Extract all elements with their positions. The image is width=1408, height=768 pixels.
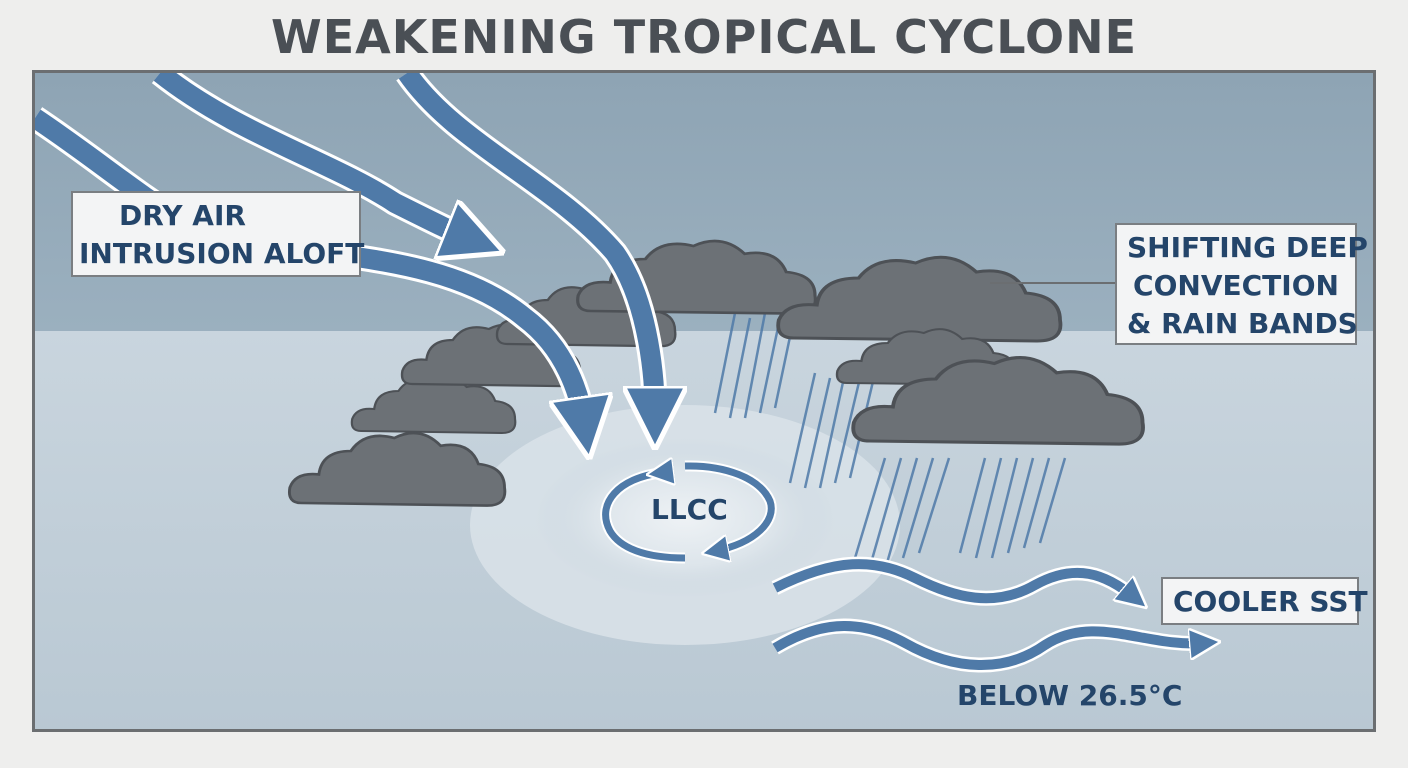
llcc-arrow-left [602, 473, 686, 562]
dry-air-label-line2: INTRUSION ALOFT [79, 237, 365, 270]
convection-label: SHIFTING DEEP CONVECTION & RAIN BANDS [1115, 223, 1368, 345]
dry-air-arrow-2 [151, 73, 475, 241]
convection-label-line2: CONVECTION [1133, 269, 1339, 302]
diagram-frame: DRY AIR INTRUSION ALOFT SHIFTING DEEP CO… [32, 70, 1376, 732]
llcc-circulation [600, 462, 777, 562]
rain-band-3 [853, 457, 951, 564]
below-temp-label: BELOW 26.5°C [957, 679, 1183, 712]
sst-wave-upper [772, 559, 1135, 598]
convection-label-line3: & RAIN BANDS [1127, 307, 1358, 340]
llcc-inner-glow [535, 438, 835, 598]
sst-wave-lower [772, 621, 1205, 670]
diagram-canvas [35, 73, 1373, 729]
sst-wave-arrows [771, 556, 1205, 673]
rain-band-4 [958, 457, 1067, 559]
dry-air-arrow-3 [396, 73, 655, 418]
dry-air-label-line1: DRY AIR [119, 199, 246, 232]
cooler-sst-label: COOLER SST [1161, 577, 1368, 625]
llcc-arrow-right [684, 462, 775, 551]
dry-air-label: DRY AIR INTRUSION ALOFT [71, 191, 365, 277]
llcc-label: LLCC [651, 493, 728, 526]
diagram-title: WEAKENING TROPICAL CYCLONE [270, 10, 1138, 64]
convection-label-line1: SHIFTING DEEP [1127, 231, 1368, 264]
